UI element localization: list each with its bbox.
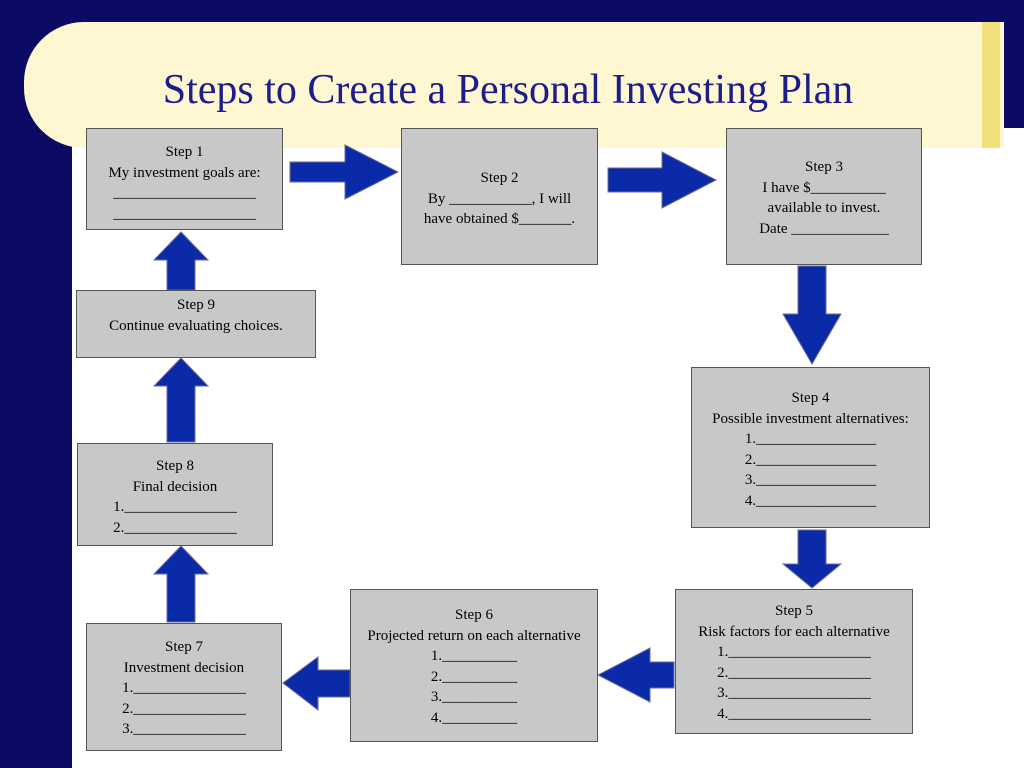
step-6-box: Step 6 Projected return on each alternat… (350, 589, 598, 742)
step-4-line-1: Possible investment alternatives: (712, 410, 909, 427)
step-6-line-4: 3.__________ (430, 689, 518, 705)
step-4-line-2: 1.________________ (744, 431, 877, 447)
step-3-box: Step 3 I have $__________ available to i… (726, 128, 922, 265)
step-5-line-2: 1.___________________ (717, 644, 871, 660)
step-6-line-5: 4.__________ (430, 709, 518, 726)
step-8-line-1: Final decision (132, 478, 218, 495)
arrow-step5-to-step6 (596, 647, 675, 703)
step-4-box: Step 4 Possible investment alternatives:… (691, 367, 930, 528)
step-3-line-3: Date _____________ (759, 220, 889, 237)
step-2-box: Step 2 By ___________, I will have obtai… (401, 128, 598, 265)
step-4-line-3: 2.________________ (744, 451, 877, 468)
step-5-line-4: 3.___________________ (717, 685, 871, 701)
title-accent-stripe (982, 22, 1000, 148)
step-1-line-1: My investment goals are: (108, 164, 261, 181)
step-5-line-5: 4.___________________ (717, 705, 871, 722)
arrow-step9-to-step1 (152, 231, 210, 291)
step-2-line-1: By ___________, I will (427, 190, 572, 207)
step-6-line-2: 1.__________ (430, 648, 518, 664)
step-3-line-2: available to invest. (767, 200, 881, 216)
step-7-title: Step 7 (165, 639, 203, 655)
arrow-step8-to-step9 (152, 357, 210, 443)
step-8-title: Step 8 (156, 458, 194, 474)
step-6-line-1: Projected return on each alternative (367, 627, 581, 644)
step-5-box: Step 5 Risk factors for each alternative… (675, 589, 913, 734)
step-8-line-3: 2._______________ (113, 519, 237, 536)
step-1-title: Step 1 (165, 144, 204, 160)
arrow-step2-to-step3 (607, 151, 718, 209)
step-1-line-3: ___________________ (113, 205, 256, 222)
step-2-title: Step 2 (480, 170, 519, 186)
step-8-box: Step 8 Final decision 1._______________ … (77, 443, 273, 546)
step-7-box: Step 7 Investment decision 1.___________… (86, 623, 282, 751)
step-7-line-3: 2._______________ (122, 700, 246, 717)
step-4-line-4: 3.________________ (744, 472, 877, 488)
title-panel (24, 22, 1004, 148)
arrow-step3-to-step4 (782, 265, 842, 365)
step-8-line-2: 1._______________ (113, 499, 237, 515)
step-4-line-5: 4.________________ (744, 492, 877, 509)
step-3-title: Step 3 (805, 159, 843, 175)
step-5-line-1: Risk factors for each alternative (698, 623, 890, 640)
step-7-line-4: 3._______________ (122, 721, 246, 737)
step-7-line-2: 1._______________ (122, 680, 246, 696)
step-4-title: Step 4 (791, 390, 830, 406)
step-2-line-2: have obtained $_______. (423, 211, 576, 227)
step-9-line-1: Continue evaluating choices. (109, 317, 283, 334)
arrow-step7-to-step8 (152, 545, 210, 623)
step-6-title: Step 6 (455, 607, 493, 623)
step-5-title: Step 5 (775, 603, 813, 619)
step-9-box: Step 9 Continue evaluating choices. (76, 290, 316, 358)
step-3-line-1: I have $__________ (762, 179, 886, 196)
step-1-box: Step 1 My investment goals are: ________… (86, 128, 283, 230)
step-9-title: Step 9 (177, 297, 215, 313)
arrow-step1-to-step2 (289, 144, 400, 200)
slide-title: Steps to Create a Personal Investing Pla… (162, 67, 854, 113)
step-6-line-3: 2.__________ (430, 668, 518, 685)
step-5-line-3: 2.___________________ (717, 664, 871, 681)
step-7-line-1: Investment decision (123, 659, 245, 676)
arrow-step6-to-step7 (282, 656, 351, 712)
arrow-step4-to-step5 (781, 529, 843, 589)
step-1-line-2: ___________________ (113, 185, 256, 201)
